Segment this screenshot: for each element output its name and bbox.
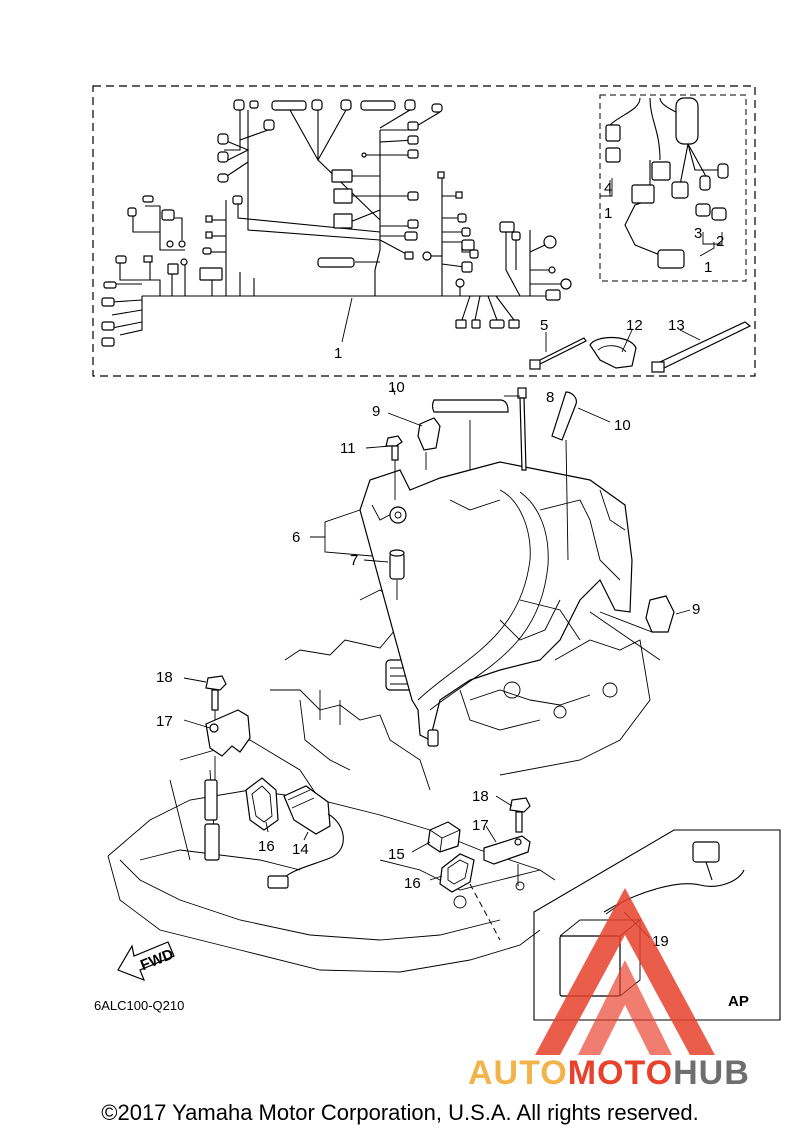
callout-5: 5 <box>540 317 548 334</box>
watermark-part-1: AUTO <box>468 1054 568 1092</box>
callout-labels: 1 1 1 2 3 4 5 6 7 8 9 9 10 10 11 12 13 1… <box>156 180 724 950</box>
part-18-bolt-b <box>509 797 531 833</box>
part-17-holder-b <box>483 835 531 886</box>
callout-1-sub-a: 1 <box>604 205 612 222</box>
part-9-clamp-a <box>417 417 441 470</box>
watermark-text: AUTOMOTOHUB <box>468 1054 798 1093</box>
callout-18-a: 18 <box>156 669 173 686</box>
part-17-holder-a <box>205 709 251 780</box>
callout-16-b: 16 <box>404 875 421 892</box>
callout-9-b: 9 <box>692 601 700 618</box>
callout-8: 8 <box>546 389 554 406</box>
part-9-clamp-b <box>589 595 675 661</box>
callout-1-sub-b: 1 <box>704 259 712 276</box>
callout-18-b: 18 <box>472 788 489 805</box>
callout-13: 13 <box>668 317 685 334</box>
fwd-label: FWD <box>138 946 176 975</box>
watermark-part-2: MOTO <box>567 1054 674 1092</box>
part-14-harness <box>267 785 344 889</box>
watermark-logo <box>535 888 715 1055</box>
part-11-bolt <box>385 435 403 500</box>
fwd-arrow: FWD <box>117 941 176 982</box>
callout-19: 19 <box>652 933 669 950</box>
lower-cowling <box>107 739 556 973</box>
harness-sub-box <box>599 94 747 282</box>
part-13-band <box>651 321 752 373</box>
callout-17-a: 17 <box>156 713 173 730</box>
callout-9-a: 9 <box>372 403 380 420</box>
callout-3: 3 <box>694 225 702 242</box>
callout-1-main: 1 <box>334 345 342 362</box>
part-8-band <box>517 387 527 471</box>
part-15-cap <box>427 821 461 853</box>
callout-14: 14 <box>292 841 309 858</box>
callout-10-b: 10 <box>614 417 631 434</box>
sub-harness <box>605 97 729 269</box>
callout-16-a: 16 <box>258 838 275 855</box>
copyright-notice: ©2017 Yamaha Motor Corporation, U.S.A. A… <box>101 1100 699 1125</box>
part-16-grommet-b <box>439 853 501 941</box>
inset-label: AP <box>728 993 749 1010</box>
callout-17-b: 17 <box>472 817 489 834</box>
part-10-seal-a <box>431 399 509 470</box>
part-7-collar <box>389 549 405 600</box>
callout-10-a: 10 <box>388 379 405 396</box>
part-16-grommet-a <box>245 777 279 831</box>
drawing-code: 6ALC100-Q210 <box>94 998 184 1013</box>
part-18-bolt-a <box>205 675 227 720</box>
callout-4: 4 <box>604 180 612 197</box>
callout-12: 12 <box>626 317 643 334</box>
part-5-band <box>529 337 587 370</box>
part-10-seal-b <box>551 391 577 561</box>
callout-7: 7 <box>350 552 358 569</box>
harness-kit-box <box>92 85 756 377</box>
callout-11: 11 <box>340 440 356 457</box>
callout-6: 6 <box>292 529 300 546</box>
callout-15: 15 <box>388 846 405 863</box>
part-6-plate <box>359 461 633 747</box>
watermark-part-3: HUB <box>673 1054 750 1092</box>
callout-leaders <box>183 178 715 939</box>
part-12-holder <box>589 336 637 369</box>
callout-2: 2 <box>716 233 724 250</box>
harness-connectors <box>101 99 572 347</box>
